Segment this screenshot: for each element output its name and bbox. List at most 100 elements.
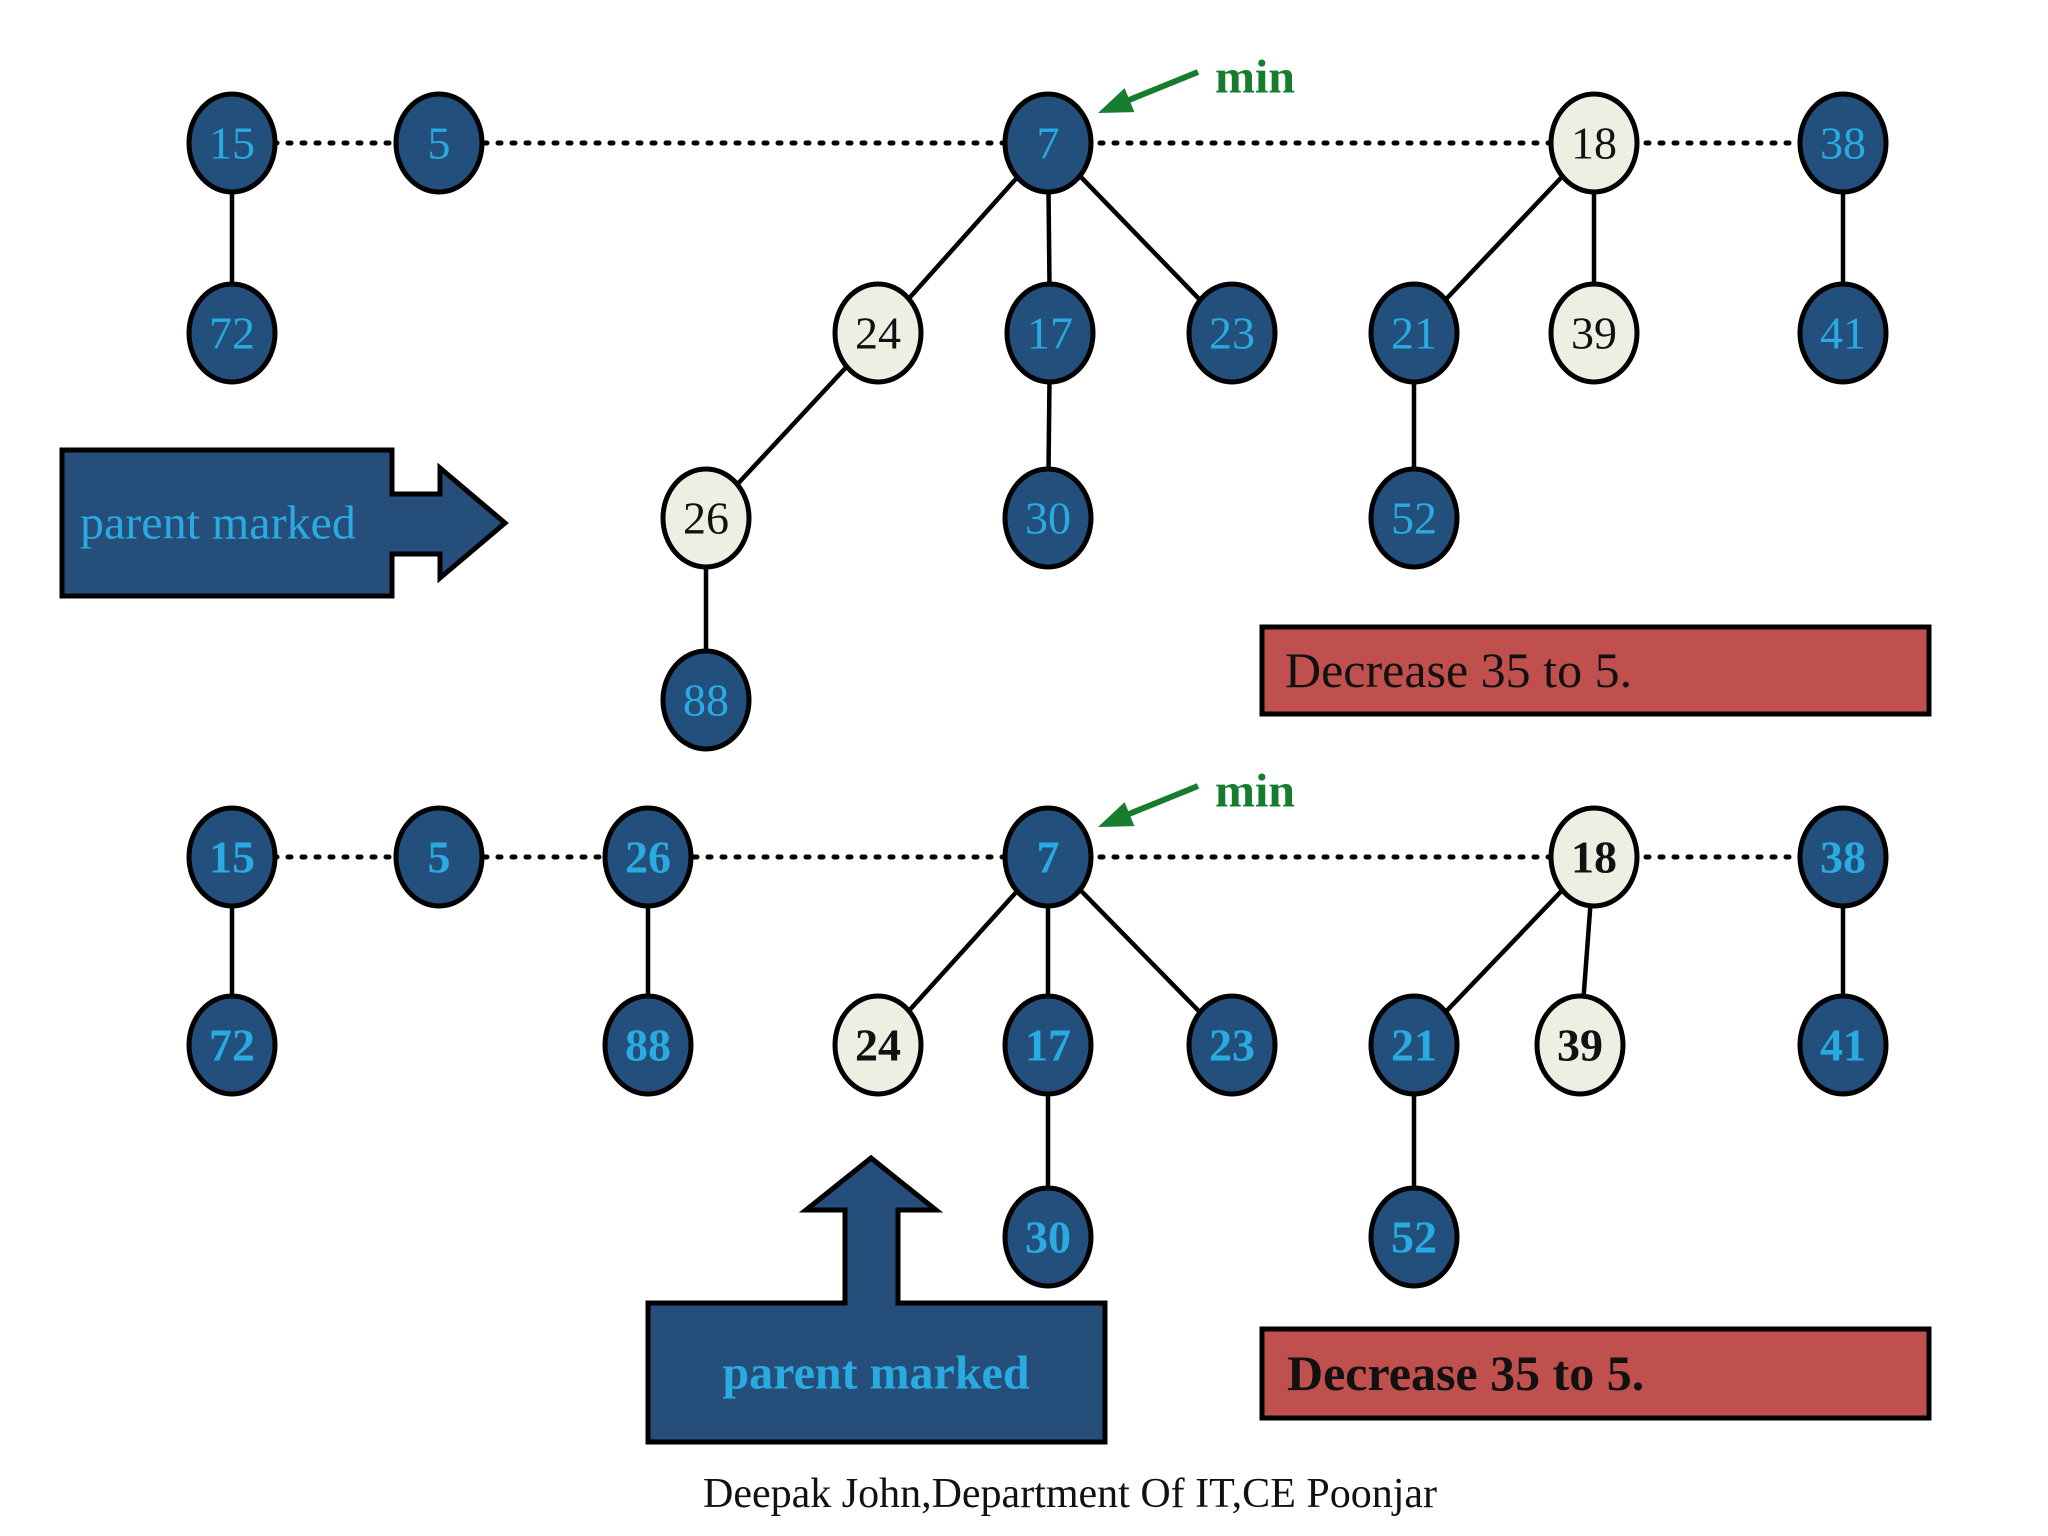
heap-node-7-min: 7 <box>1002 91 1094 195</box>
node-circle <box>1548 281 1640 385</box>
node-label: 21 <box>1391 308 1437 359</box>
node-circle <box>602 805 694 909</box>
node-label: 18 <box>1571 118 1617 169</box>
min-label: min <box>1215 51 1295 104</box>
heap-node-23: 23 <box>1186 993 1278 1097</box>
note-label: Decrease 35 to 5. <box>1287 1345 1644 1401</box>
node-label: 7 <box>1037 118 1060 169</box>
node-label: 5 <box>428 118 451 169</box>
heap-after: 15 5 26 7 18 38 72 88 <box>186 765 1932 1445</box>
heap-node-26: 26 <box>602 805 694 909</box>
node-circle <box>1797 281 1889 385</box>
heap-node-30: 30 <box>1002 1185 1094 1289</box>
callout-arrow-shape <box>59 447 509 599</box>
heap-node-72: 72 <box>186 993 278 1097</box>
min-pointer: min <box>1098 765 1295 827</box>
node-label: 23 <box>1209 1020 1255 1071</box>
node-label: 88 <box>683 675 729 726</box>
node-label: 39 <box>1571 308 1617 359</box>
heap-node-24-marked: 24 <box>832 993 924 1097</box>
heap-node-15: 15 <box>186 91 278 195</box>
note-box <box>1259 1326 1932 1421</box>
node-label: 21 <box>1391 1020 1437 1071</box>
node-circle <box>1002 1185 1094 1289</box>
node-circle <box>186 91 278 195</box>
instruction-note: Decrease 35 to 5. <box>1259 1326 1932 1421</box>
node-label: 41 <box>1820 1020 1866 1071</box>
node-label: 41 <box>1820 308 1866 359</box>
node-label: 18 <box>1571 832 1617 883</box>
heap-node-23: 23 <box>1186 281 1278 385</box>
heap-node-18-marked: 18 <box>1548 805 1640 909</box>
callout-label: parent marked <box>80 497 356 550</box>
node-label: 26 <box>625 832 671 883</box>
heap-node-18-marked: 18 <box>1548 91 1640 195</box>
heap-node-52: 52 <box>1368 466 1460 570</box>
parent-marked-callout: parent marked <box>59 447 509 599</box>
node-label: 26 <box>683 493 729 544</box>
callout-arrow-shape <box>645 1154 1108 1445</box>
min-arrow-shaft <box>1127 69 1200 103</box>
node-label: 72 <box>209 308 255 359</box>
heap-node-21: 21 <box>1368 281 1460 385</box>
node-circle <box>660 466 752 570</box>
node-circle <box>393 805 485 909</box>
node-label: 24 <box>855 308 901 359</box>
node-label: 38 <box>1820 832 1866 883</box>
node-label: 30 <box>1025 493 1071 544</box>
parent-marked-callout: parent marked <box>645 1154 1108 1445</box>
node-circle <box>1002 993 1094 1097</box>
heap-node-52: 52 <box>1368 1185 1460 1289</box>
min-arrow-head-icon <box>1098 88 1135 113</box>
node-label: 15 <box>209 118 255 169</box>
note-label: Decrease 35 to 5. <box>1285 642 1632 698</box>
heap-node-39-marked: 39 <box>1534 993 1626 1097</box>
node-circle <box>1004 281 1096 385</box>
node-circle <box>186 993 278 1097</box>
node-circle <box>1368 993 1460 1097</box>
node-label: 7 <box>1037 832 1060 883</box>
node-label: 52 <box>1391 1212 1437 1263</box>
heap-node-38: 38 <box>1797 91 1889 195</box>
heap-node-39-marked: 39 <box>1548 281 1640 385</box>
heap-node-21: 21 <box>1368 993 1460 1097</box>
min-arrow-head-icon <box>1098 802 1135 827</box>
min-pointer: min <box>1098 51 1295 113</box>
node-circle <box>1002 805 1094 909</box>
node-label: 23 <box>1209 308 1255 359</box>
node-circle <box>660 648 752 752</box>
node-circle <box>1534 993 1626 1097</box>
node-circle <box>1548 805 1640 909</box>
node-label: 39 <box>1557 1020 1603 1071</box>
node-circle <box>1368 281 1460 385</box>
node-label: 52 <box>1391 493 1437 544</box>
node-circle <box>186 281 278 385</box>
heap-node-41: 41 <box>1797 281 1889 385</box>
node-label: 24 <box>855 1020 901 1071</box>
heap-node-88: 88 <box>602 993 694 1097</box>
min-arrow-shaft <box>1127 783 1200 817</box>
node-circle <box>832 281 924 385</box>
heap-node-41: 41 <box>1797 993 1889 1097</box>
node-circle <box>1368 1185 1460 1289</box>
node-circle <box>1797 993 1889 1097</box>
instruction-note: Decrease 35 to 5. <box>1259 624 1932 717</box>
heap-node-15: 15 <box>186 805 278 909</box>
node-circle <box>186 805 278 909</box>
node-circle <box>1797 91 1889 195</box>
node-circle <box>1002 466 1094 570</box>
heap-node-7-min: 7 <box>1002 805 1094 909</box>
note-box <box>1259 624 1932 717</box>
node-label: 17 <box>1025 1020 1071 1071</box>
heap-node-72: 72 <box>186 281 278 385</box>
node-circle <box>393 91 485 195</box>
heap-node-17: 17 <box>1004 281 1096 385</box>
node-circle <box>832 993 924 1097</box>
heap-before: 15 5 7 18 38 72 24 17 <box>59 51 1932 752</box>
heap-node-5: 5 <box>393 91 485 195</box>
heap-node-17: 17 <box>1002 993 1094 1097</box>
node-label: 72 <box>209 1020 255 1071</box>
node-label: 88 <box>625 1020 671 1071</box>
